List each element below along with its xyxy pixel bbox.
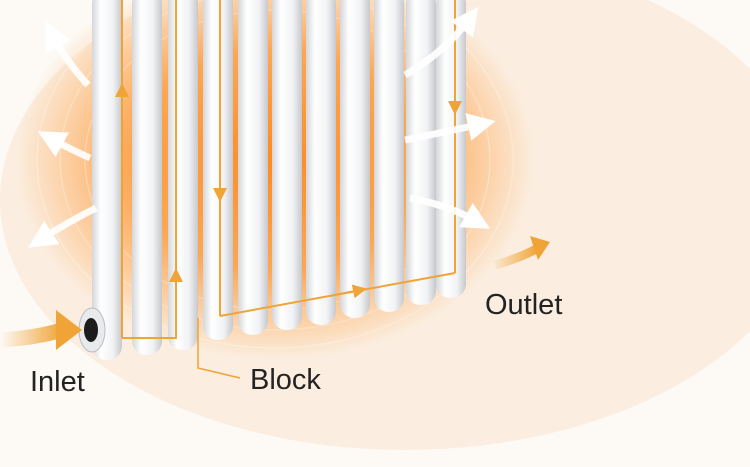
arrow-icon <box>115 70 462 300</box>
block-label: Block <box>250 364 321 396</box>
pipe-inlet-icon <box>78 307 106 353</box>
outlet-label: Outlet <box>485 289 563 321</box>
inlet-label: Inlet <box>30 366 85 398</box>
outlet-arrow <box>493 236 550 270</box>
curved-arrow-icon <box>28 6 496 248</box>
inlet-arrow <box>0 310 82 350</box>
